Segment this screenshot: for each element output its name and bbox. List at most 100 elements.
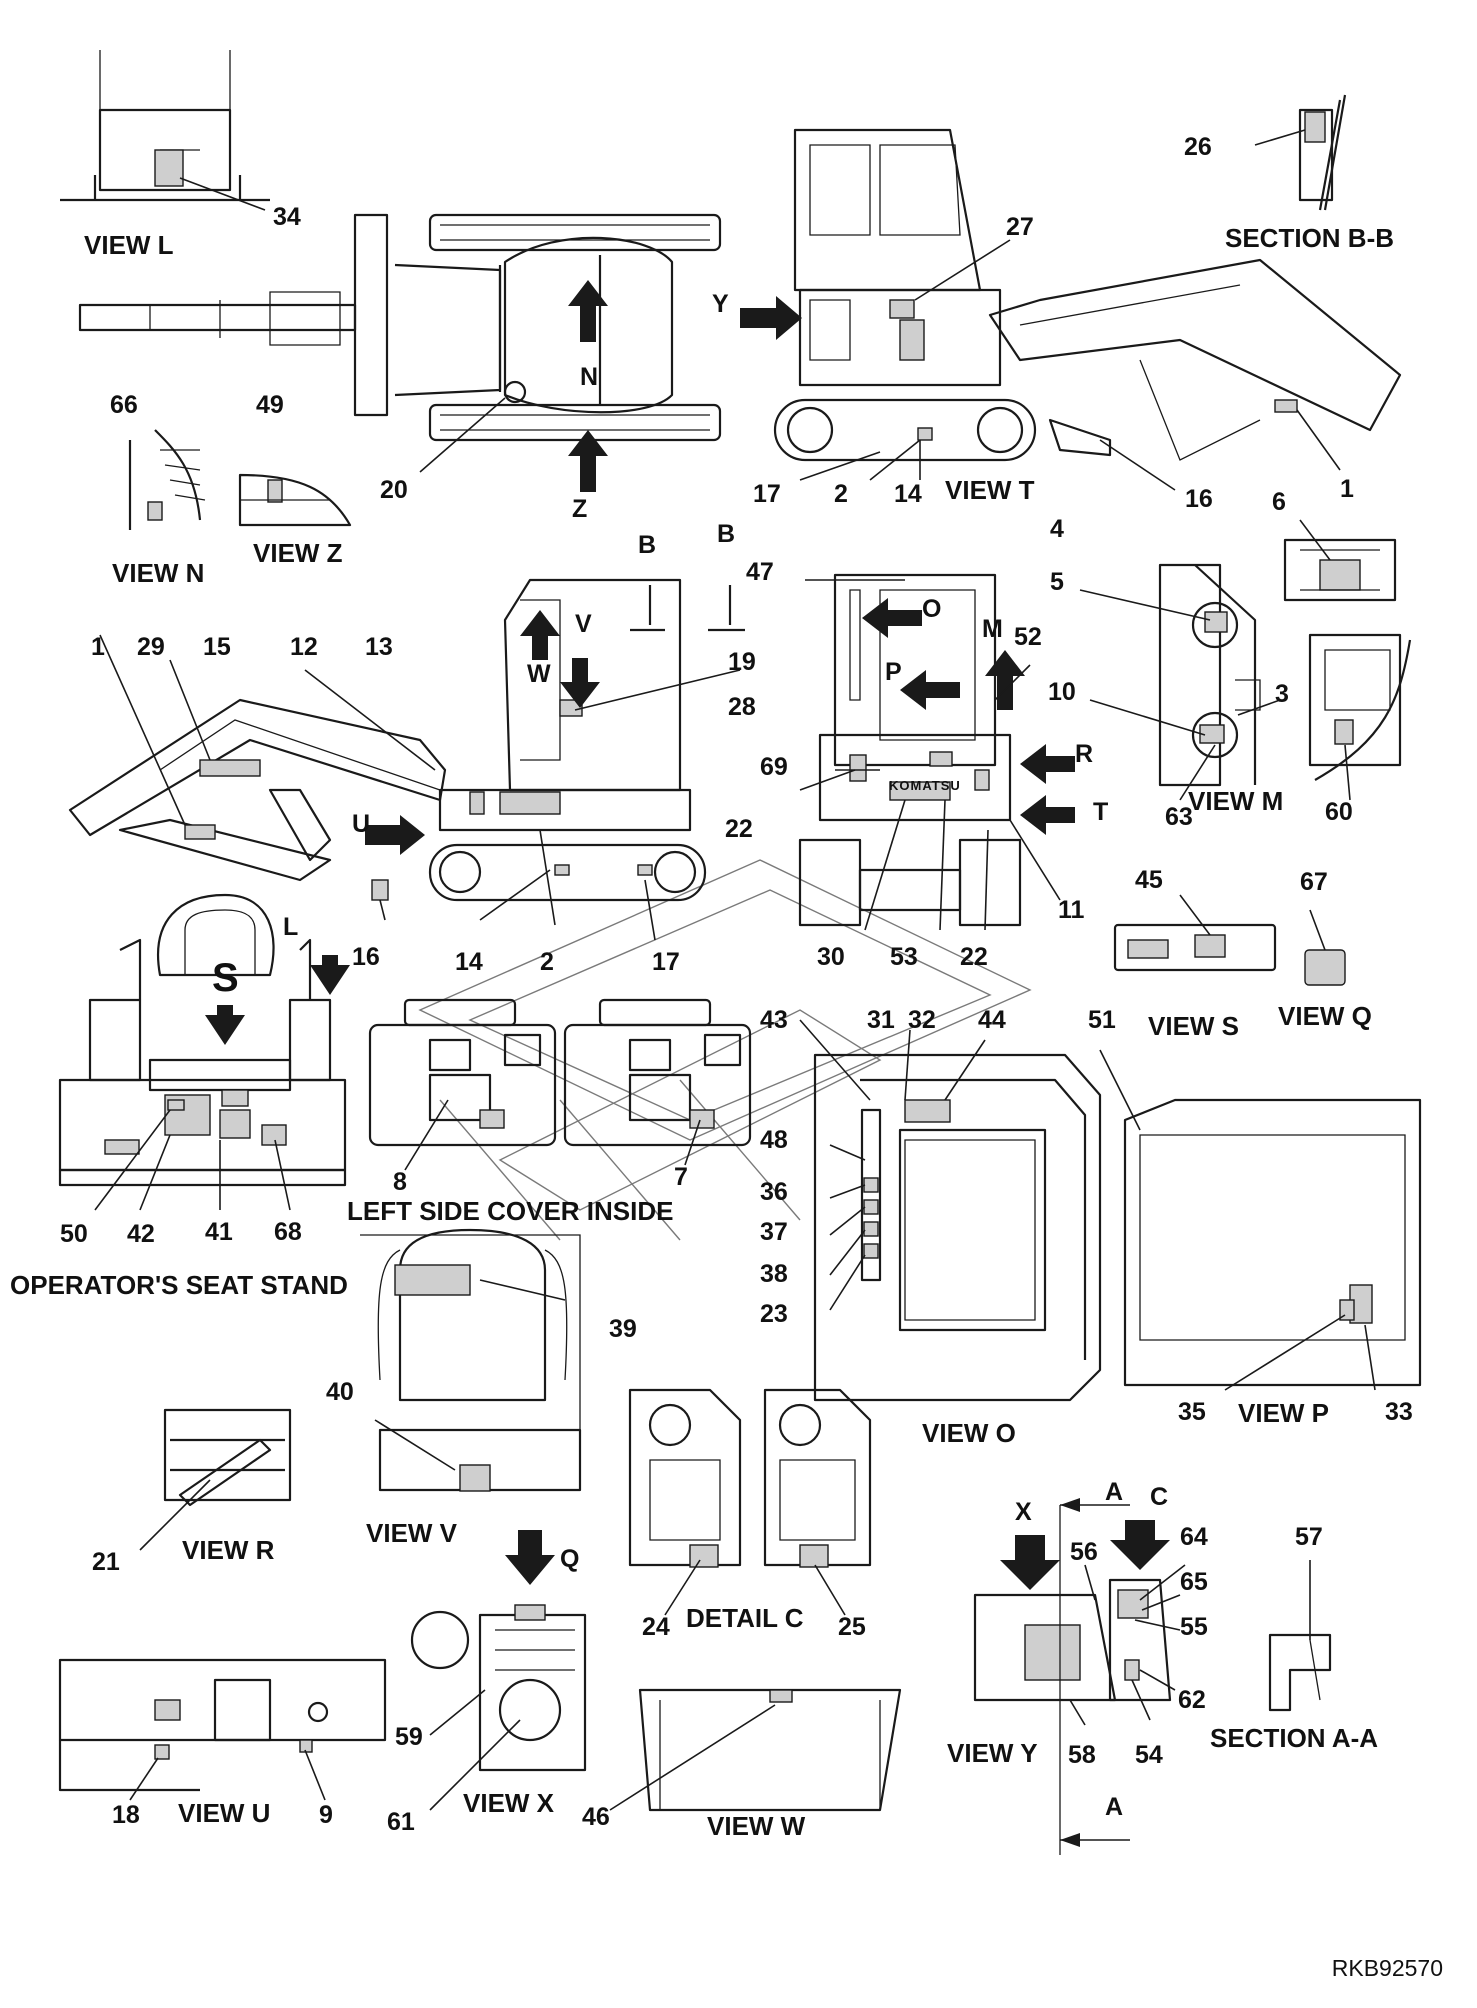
callout-17-top: 17 (753, 480, 781, 508)
callout-60: 60 (1325, 798, 1353, 826)
component-detail-60 (1308, 633, 1412, 801)
callout-14-top: 14 (894, 480, 922, 508)
letter-l: L (283, 913, 299, 941)
detail-c-drawing (628, 1388, 872, 1616)
caption-view-x: VIEW X (463, 1788, 555, 1818)
letter-y: Y (712, 290, 729, 318)
caption-view-q: VIEW Q (1278, 1001, 1372, 1031)
section-aa-drawing (1268, 1560, 1332, 1712)
callout-67: 67 (1300, 868, 1328, 896)
callout-25: 25 (838, 1613, 866, 1641)
caption-view-w: VIEW W (707, 1811, 806, 1841)
top-view-machine (78, 213, 722, 492)
operator-seat-stand-drawing (58, 893, 350, 1211)
callout-49: 49 (256, 391, 284, 419)
callout-6: 6 (1272, 488, 1286, 516)
caption-view-m: VIEW M (1188, 786, 1284, 816)
caption-view-n: VIEW N (112, 558, 205, 588)
callout-46: 46 (582, 1803, 610, 1831)
callout-45: 45 (1135, 866, 1163, 894)
callout-32: 32 (908, 1006, 936, 1034)
callout-11: 11 (1058, 896, 1085, 924)
callout-68: 68 (274, 1218, 302, 1246)
callout-48: 48 (760, 1126, 788, 1154)
callout-55: 55 (1180, 1613, 1208, 1641)
caption-view-t: VIEW T (945, 475, 1035, 505)
caption-detail-c: DETAIL C (686, 1603, 804, 1633)
callout-1-left: 1 (91, 633, 105, 661)
view-l-drawing (60, 50, 270, 211)
caption-view-u: VIEW U (178, 1798, 271, 1828)
callout-47: 47 (746, 558, 774, 586)
callout-41: 41 (205, 1218, 233, 1246)
decal-brand-text: KOMATSU (889, 778, 961, 793)
view-n-drawing (128, 429, 206, 530)
callout-29: 29 (137, 633, 165, 661)
callout-65: 65 (1180, 1568, 1208, 1596)
callout-22-rear-left: 22 (725, 815, 753, 843)
letter-n: N (580, 363, 599, 391)
view-o-cab-interior (799, 1019, 1102, 1402)
callout-57: 57 (1295, 1523, 1323, 1551)
callout-63: 63 (1165, 803, 1193, 831)
drawing-reference-id: RKB92570 (1331, 1955, 1443, 1981)
side-view-machine-right (740, 128, 1402, 491)
callout-19: 19 (728, 648, 756, 676)
caption-view-s: VIEW S (1148, 1011, 1240, 1041)
view-u-drawing (58, 1658, 387, 1801)
callout-51: 51 (1088, 1006, 1116, 1034)
callout-9: 9 (319, 1801, 333, 1829)
view-y-drawing (973, 1498, 1186, 1855)
view-p-drawing (1099, 1049, 1422, 1391)
letter-b-right: B (717, 520, 736, 548)
callout-35: 35 (1178, 1398, 1206, 1426)
caption-left-side-cover: LEFT SIDE COVER INSIDE (347, 1196, 674, 1226)
letter-s: S (212, 956, 239, 1000)
view-v-drawing (360, 1228, 582, 1492)
letter-o: O (922, 595, 942, 623)
callout-40: 40 (326, 1378, 354, 1406)
callout-10: 10 (1048, 678, 1076, 706)
callout-56: 56 (1070, 1538, 1098, 1566)
callout-8: 8 (393, 1168, 407, 1196)
letter-m: M (982, 615, 1003, 643)
callout-16-left: 16 (352, 943, 380, 971)
callout-2-left: 2 (540, 948, 554, 976)
view-s-drawing (1113, 894, 1277, 972)
caption-view-z: VIEW Z (253, 538, 343, 568)
section-bb-drawing (1254, 94, 1347, 211)
callout-42: 42 (127, 1220, 155, 1248)
caption-view-p: VIEW P (1238, 1398, 1330, 1428)
callout-58: 58 (1068, 1741, 1096, 1769)
callout-7: 7 (674, 1163, 688, 1191)
callout-44: 44 (978, 1006, 1006, 1034)
callout-33: 33 (1385, 1398, 1413, 1426)
callout-3: 3 (1275, 680, 1289, 708)
callout-66: 66 (110, 391, 138, 419)
letter-u: U (352, 810, 371, 838)
letter-w: W (527, 660, 551, 688)
callout-28: 28 (728, 693, 756, 721)
callout-22-rear-right: 22 (960, 943, 988, 971)
caption-view-l: VIEW L (84, 230, 174, 260)
callout-30: 30 (817, 943, 845, 971)
side-view-machine-left (68, 578, 745, 941)
letter-v: V (575, 610, 592, 638)
letter-a-top: A (1105, 1478, 1124, 1506)
caption-operator-seat-stand: OPERATOR'S SEAT STAND (10, 1270, 348, 1300)
callout-43: 43 (760, 1006, 788, 1034)
callout-52: 52 (1014, 623, 1042, 651)
callout-24: 24 (642, 1613, 670, 1641)
callout-50: 50 (60, 1220, 88, 1248)
letter-b-left: B (638, 531, 657, 559)
callout-13: 13 (365, 633, 393, 661)
callout-64: 64 (1180, 1523, 1208, 1551)
callout-18: 18 (112, 1801, 140, 1829)
view-m-drawing (1079, 563, 1281, 801)
letter-c: C (1150, 1483, 1169, 1511)
callout-21: 21 (92, 1548, 120, 1576)
letter-a-bottom: A (1105, 1793, 1124, 1821)
callout-5: 5 (1050, 568, 1064, 596)
